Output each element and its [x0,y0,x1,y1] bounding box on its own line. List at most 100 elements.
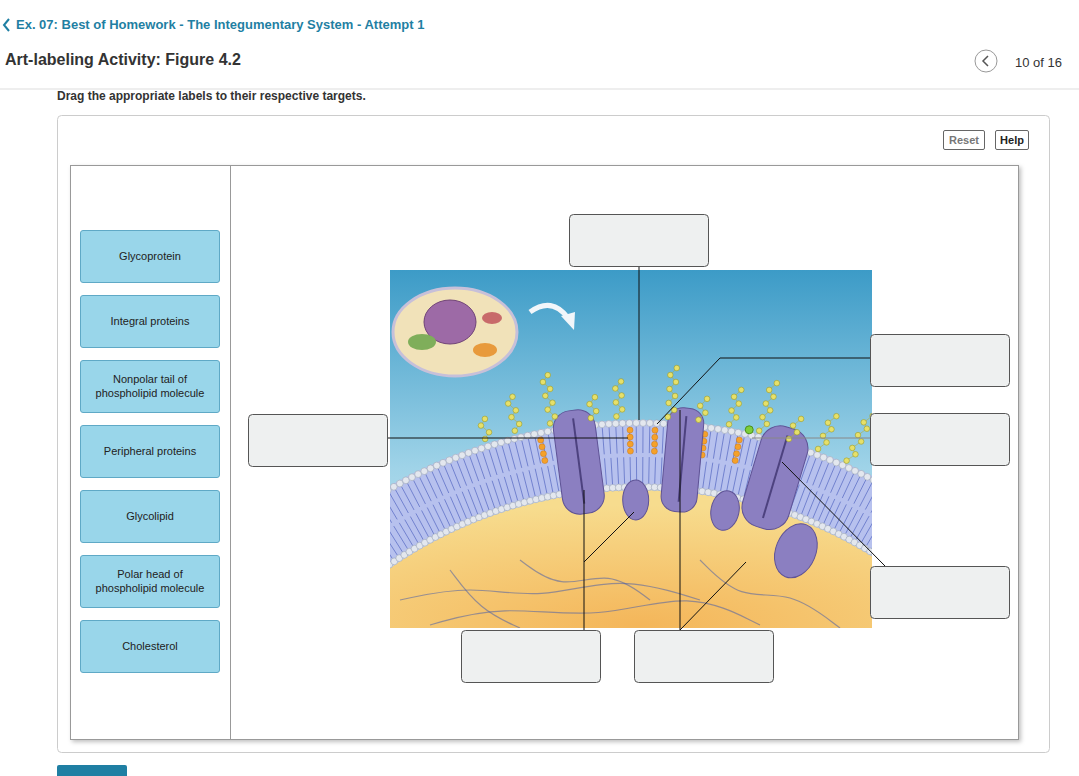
phospholipid-tail [715,433,725,490]
peripheral-protein [707,488,742,533]
label-text: Glycoprotein [119,250,181,264]
phospholipid-tail [502,445,518,501]
phospholipid-head [446,457,453,464]
label-chip: Integral proteins [80,295,220,348]
sugar-unit [704,396,710,402]
phospholipid-head [735,429,742,436]
phospholipid-tail [438,468,461,521]
label-text: Peripheral proteins [104,445,196,459]
carbohydrate-chains [478,365,872,463]
label-text: Reset [949,134,979,146]
carbohydrate-stalk [668,368,677,417]
phospholipid-tail [845,483,872,534]
phospholipid-head [605,421,612,428]
sugar-unit [592,394,598,400]
sugar-unit [864,426,870,432]
sugar-unit [673,379,679,385]
phospholipid-tail [872,499,873,549]
sugar-unit [849,445,855,451]
sugar-unit [855,432,861,438]
label-chip: Peripheral proteins [80,425,220,478]
phospholipid-head [472,447,479,454]
phospholipid-head [728,428,735,435]
phospholipid-tail [636,426,637,484]
phospholipid-tail [515,442,529,498]
cholesterol [734,451,740,457]
phospholipid-tail [642,426,643,484]
breadcrumb: Ex. 07: Best of Homework - The Integumen… [16,17,424,32]
sugar-unit [547,421,553,427]
sugar-unit [729,408,735,414]
phospholipid-head [660,420,667,427]
page-counter: 10 of 16 [1015,55,1062,70]
phospholipid-head [465,449,472,456]
label-chip: Nonpolar tail of phospholipid molecule [80,360,220,413]
sugar-unit [844,458,850,464]
drop-target [462,631,601,683]
label-chip: Glycoprotein [80,230,220,283]
phospholipid-head [827,457,834,464]
sugar-unit [545,372,551,378]
phospholipid-tail [818,468,841,521]
phospholipid-head [531,431,538,438]
phospholipid-tail [489,449,506,504]
phospholipid-head [440,459,447,466]
sugar-unit [613,386,619,392]
phospholipid-head [755,434,762,441]
phospholipid-head [491,441,498,448]
reset-button: Reset [943,130,985,150]
sugar-unit [861,420,867,426]
organelle [408,334,436,350]
integral-protein [660,407,705,514]
phospholipid-tail [407,483,434,534]
phospholipid-head [599,421,606,428]
instruction: Drag the appropriate labels to their res… [57,89,366,103]
sugar-unit [668,372,674,378]
glycolipid-head [745,426,753,434]
phospholipid-head [612,420,619,427]
sugar-unit [588,415,594,421]
drop-target [871,567,1010,619]
sugar-unit [760,414,766,420]
sugar-unit [825,420,831,426]
phospholipid-head [511,435,518,442]
phospholipid-head [833,459,840,466]
sugar-unit [613,400,619,406]
phospholipid-head [858,470,865,477]
phospholipid-tail [522,440,536,496]
phospholipid-tail [413,480,439,532]
sugar-unit [771,394,777,400]
sugar-unit [756,428,762,434]
cytoskeleton [400,560,840,628]
activity-title: Art-labeling Activity: Figure 4.2 [5,51,241,69]
phospholipid-head [452,454,459,461]
phospholipid-tail [616,427,619,485]
phospholipid-head [708,425,715,432]
cholesterol [542,458,548,464]
sugar-unit [672,393,678,399]
sugar-unit [858,439,864,445]
phospholipid-head [646,420,653,427]
cholesterol [652,434,658,440]
phospholipid-tail [623,426,625,484]
prev-chevron [983,56,988,66]
phospholipid-tail [602,427,606,485]
leader-line [657,358,870,424]
label-text: Polar head of phospholipid molecule [87,568,213,596]
peripheral-protein [767,517,825,584]
sugar-unit [696,417,702,423]
phospholipid-head [544,428,551,435]
phospholipid-tail [609,427,613,485]
cholesterol [627,448,633,454]
phospholipid-head [498,439,505,446]
sugar-unit [794,429,800,435]
phospholipid-tail [419,477,444,529]
help-button: Help [995,130,1029,150]
phospholipid-head [721,427,728,434]
leader-line [388,438,628,439]
phospholipid-head [715,426,722,433]
phospholipid-tail [401,486,428,537]
phospholipid-tail [861,492,872,542]
sugar-unit [513,408,519,414]
